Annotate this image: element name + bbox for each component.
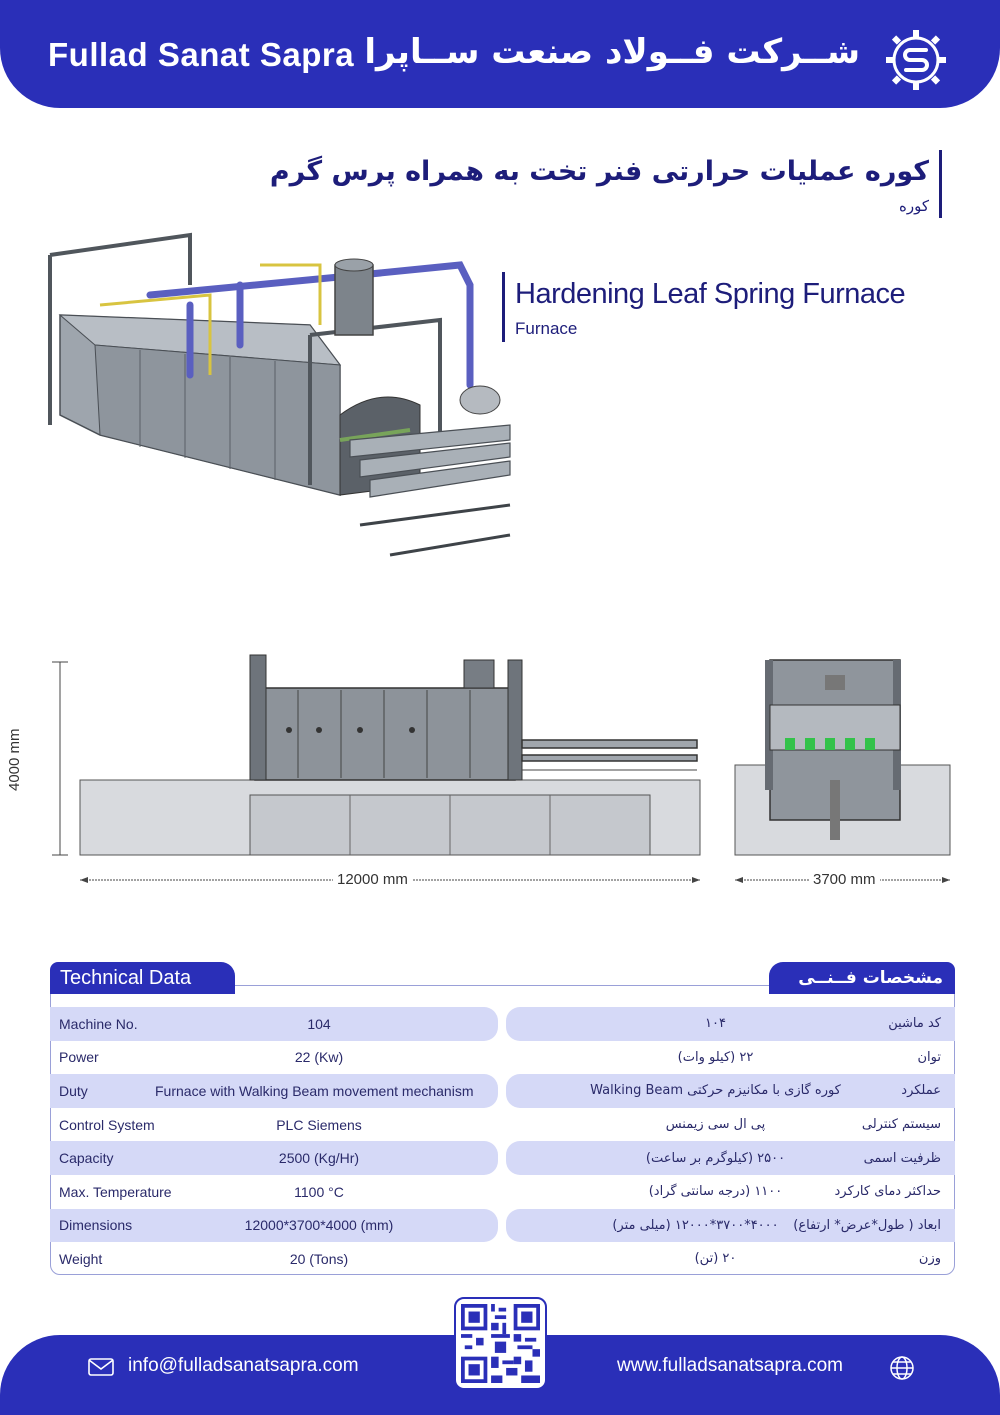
length-dimension-label: 12000 mm <box>333 871 412 888</box>
row-label: توان <box>917 1049 942 1065</box>
height-dimension-label: 4000 mm <box>6 724 23 795</box>
width-dimension-label: 3700 mm <box>809 871 880 888</box>
row-value: پی ال سی زیمنس <box>665 1117 766 1133</box>
row-value: 2500 (Kg/Hr) <box>278 1150 360 1167</box>
furnace-front-view-drawing <box>734 659 951 883</box>
row-value: 1100 °C <box>294 1183 344 1200</box>
row-label: Weight <box>59 1250 103 1267</box>
page-header: Fullad Sanat Sapra شــرکت فــولاد صنعت س… <box>0 0 1000 108</box>
row-label: عملکرد <box>901 1083 941 1099</box>
table-row: Machine No. 104 <box>50 1007 498 1041</box>
row-label: Machine No. <box>59 1015 138 1032</box>
row-value: ۱۱۰۰ (درجه سانتی گراد) <box>648 1184 783 1200</box>
product-title-en-block: Hardening Leaf Spring Furnace Furnace <box>502 272 906 342</box>
technical-table-en: Machine No. 104 Power 22 (Kw) Duty Furnace … <box>50 1007 498 1276</box>
row-value: ۱۰۴ <box>705 1016 726 1032</box>
row-value: 20 (Tons) <box>289 1250 349 1267</box>
technical-table-fa: کد ماشین ۱۰۴ توان ۲۲ (کیلو وات) عملکرد کوره… <box>506 1007 955 1276</box>
table-row: سیستم کنترلی پی ال سی زیمنس <box>506 1108 955 1142</box>
row-label: Capacity <box>59 1150 114 1167</box>
table-row: وزن ۲۰ (تن) <box>506 1242 955 1276</box>
row-label: وزن <box>918 1251 941 1267</box>
qr-code[interactable] <box>454 1297 547 1390</box>
email-link[interactable]: info@fulladsanatsapra.com <box>128 1355 359 1376</box>
table-row: Control System PLC Siemens <box>50 1108 498 1142</box>
table-row: ابعاد ( طول*عرض* ارتفاع) ۴۰۰۰*۳۷۰۰*۱۲۰۰۰ … <box>506 1208 955 1243</box>
product-category-fa: کوره <box>899 197 929 215</box>
row-value: 22 (Kw) <box>294 1049 344 1066</box>
table-row: Dimensions 12000*3700*4000 (mm) <box>50 1208 498 1243</box>
row-label: حداکثر دمای کارکرد <box>834 1184 942 1200</box>
row-label: ابعاد ( طول*عرض* ارتفاع) <box>793 1217 941 1233</box>
website-link[interactable]: www.fulladsanatsapra.com <box>617 1355 843 1376</box>
globe-icon <box>890 1356 914 1380</box>
table-row: Duty Furnace with Walking Beam movement m… <box>50 1074 498 1108</box>
table-row: Max. Temperature 1100 °C <box>50 1175 498 1209</box>
row-label: Dimensions <box>59 1217 133 1234</box>
row-value: کوره گازی با مکانیزم حرکتی Walking Beam <box>590 1083 841 1099</box>
row-value: 104 <box>307 1015 331 1032</box>
row-value: Furnace with Walking Beam movement mecha… <box>155 1082 474 1099</box>
table-row: Weight 20 (Tons) <box>50 1242 498 1276</box>
brand-name-en: Fullad Sanat Sapra <box>48 36 355 73</box>
row-value: ۴۰۰۰*۳۷۰۰*۱۲۰۰۰ (میلی متر) <box>612 1217 779 1233</box>
furnace-3d-illustration <box>48 232 511 557</box>
table-row: توان ۲۲ (کیلو وات) <box>506 1041 955 1075</box>
row-value: ۲۲ (کیلو وات) <box>677 1049 754 1065</box>
row-label: Control System <box>59 1116 155 1133</box>
row-label: سیستم کنترلی <box>861 1117 941 1133</box>
table-row: کد ماشین ۱۰۴ <box>506 1007 955 1041</box>
company-logo-icon <box>886 30 946 90</box>
product-category-en: Furnace <box>515 319 578 338</box>
product-title-fa-block: کوره عملیات حرارتی فنر تخت به همراه پرس … <box>270 150 942 218</box>
technical-data-tab-en: Technical Data <box>50 962 235 994</box>
technical-data-frame <box>50 985 955 1275</box>
row-label: کد ماشین <box>888 1016 941 1032</box>
table-row: حداکثر دمای کارکرد ۱۱۰۰ (درجه سانتی گراد) <box>506 1175 955 1209</box>
table-row: ظرفیت اسمی ۲۵۰۰ (کیلوگرم بر ساعت) <box>506 1141 955 1175</box>
brand-name-fa: شــرکت فــولاد صنعت ســاپرا <box>364 32 860 72</box>
row-value: ۲۰ (تن) <box>694 1251 737 1267</box>
envelope-icon <box>88 1358 114 1376</box>
row-label: ظرفیت اسمی <box>863 1150 941 1166</box>
technical-data-tab-fa: مشخصات فــنــی <box>769 962 955 994</box>
row-value: PLC Siemens <box>276 1116 362 1133</box>
row-label: Max. Temperature <box>59 1183 172 1200</box>
table-row: Power 22 (Kw) <box>50 1041 498 1075</box>
row-value: 12000*3700*4000 (mm) <box>244 1217 394 1234</box>
row-label: Duty <box>59 1082 88 1099</box>
row-label: Power <box>59 1049 99 1066</box>
table-row: Capacity 2500 (Kg/Hr) <box>50 1141 498 1175</box>
furnace-side-view-drawing <box>52 654 701 883</box>
qr-code-icon <box>461 1304 540 1383</box>
row-value: ۲۵۰۰ (کیلوگرم بر ساعت) <box>645 1150 786 1166</box>
table-row: عملکرد کوره گازی با مکانیزم حرکتی Walking… <box>506 1074 955 1108</box>
product-title-en: Hardening Leaf Spring Furnace <box>515 278 906 310</box>
product-title-fa: کوره عملیات حرارتی فنر تخت به همراه پرس … <box>269 156 929 187</box>
